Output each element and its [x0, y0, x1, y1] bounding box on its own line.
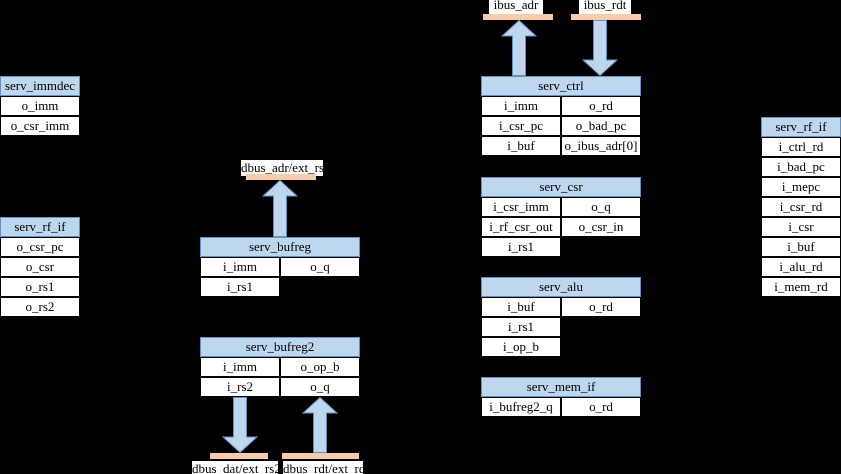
dbus-rdt-up-arrow-icon: [302, 397, 338, 453]
port-cell: o_q: [280, 377, 360, 397]
module-serv-csr: serv_csr i_csr_imm o_q i_rf_csr_out o_cs…: [481, 177, 641, 257]
module-serv-rf-if-out: serv_rf_if o_csr_pc o_csr o_rs1 o_rs2: [0, 217, 80, 317]
port-cell: o_op_b: [280, 357, 360, 377]
port-cell: i_buf: [761, 237, 841, 257]
port-cell: i_rs1: [200, 277, 280, 297]
port-cell: i_op_b: [481, 337, 561, 357]
module-title: serv_mem_if: [481, 377, 641, 397]
module-title: serv_rf_if: [0, 217, 80, 237]
module-serv-alu: serv_alu i_buf o_rd i_rs1 i_op_b: [481, 277, 641, 357]
module-title: serv_bufreg2: [200, 337, 360, 357]
port-cell: i_imm: [481, 96, 561, 116]
port-cell: i_bad_pc: [761, 157, 841, 177]
dbus-rdt-port-bar: [282, 453, 359, 459]
module-title: serv_bufreg: [200, 237, 360, 257]
module-serv-rf-if-in: serv_rf_if i_ctrl_rd i_bad_pc i_mepc i_c…: [761, 117, 841, 297]
module-serv-bufreg2: serv_bufreg2 i_imm o_op_b i_rs2 o_q: [200, 337, 360, 397]
port-cell: o_csr: [0, 257, 80, 277]
port-cell: o_csr_pc: [0, 237, 80, 257]
port-cell: i_alu_rd: [761, 257, 841, 277]
port-cell: o_rs1: [0, 277, 80, 297]
port-cell: o_rd: [561, 96, 641, 116]
dbus-adr-port-bar: [246, 174, 316, 180]
module-serv-mem-if: serv_mem_if i_bufreg2_q o_rd: [481, 377, 641, 417]
module-title: serv_csr: [481, 177, 641, 197]
port-cell: i_mepc: [761, 177, 841, 197]
bus-label-ibus-rdt: ibus_rdt: [579, 0, 631, 14]
module-title: serv_ctrl: [481, 76, 641, 96]
ibus-adr-up-arrow-icon: [501, 20, 537, 76]
port-cell: i_rs2: [200, 377, 280, 397]
port-cell: o_rd: [561, 397, 641, 417]
port-cell: o_bad_pc: [561, 116, 641, 136]
module-title: serv_immdec: [0, 76, 80, 96]
port-cell: i_csr_imm: [481, 197, 561, 217]
ibus-adr-port-bar: [483, 14, 553, 20]
ibus-rdt-port-bar: [571, 14, 641, 20]
port-cell: o_ibus_adr[0]: [561, 136, 641, 156]
dbus-dat-down-arrow-icon: [222, 397, 258, 453]
module-title: serv_alu: [481, 277, 641, 297]
port-cell: o_imm: [0, 96, 80, 116]
port-cell: o_rd: [561, 297, 641, 317]
port-cell: i_rs1: [481, 317, 561, 337]
module-serv-ctrl: serv_ctrl i_imm o_rd i_csr_pc o_bad_pc i…: [481, 76, 641, 156]
port-cell: o_rs2: [0, 297, 80, 317]
bus-label-dbus-dat-ext-rs2: dbus_dat/ext_rs2: [192, 461, 278, 474]
port-cell: o_csr_imm: [0, 116, 80, 136]
port-cell: i_csr: [761, 217, 841, 237]
port-cell: i_buf: [481, 136, 561, 156]
port-cell: i_ctrl_rd: [761, 137, 841, 157]
dbus-dat-port-bar: [210, 453, 268, 459]
port-cell: o_q: [280, 257, 360, 277]
port-cell: i_buf: [481, 297, 561, 317]
port-cell: i_csr_pc: [481, 116, 561, 136]
port-cell: o_csr_in: [561, 217, 641, 237]
port-cell: i_imm: [200, 257, 280, 277]
bus-label-ibus-adr: ibus_adr: [489, 0, 543, 14]
port-cell: i_bufreg2_q: [481, 397, 561, 417]
ibus-rdt-down-arrow-icon: [582, 20, 618, 76]
module-serv-bufreg: serv_bufreg i_imm o_q i_rs1: [200, 237, 360, 297]
port-cell: i_rf_csr_out: [481, 217, 561, 237]
port-cell: i_csr_rd: [761, 197, 841, 217]
port-cell: o_q: [561, 197, 641, 217]
port-cell: i_mem_rd: [761, 277, 841, 297]
bus-label-dbus-rdt-ext-rd: dbus_rdt/ext_rd: [283, 461, 363, 474]
bus-label-dbus-adr-ext-rs1: dbus_adr/ext_rs1: [241, 160, 323, 176]
dbus-adr-up-arrow-icon: [262, 180, 298, 237]
module-serv-immdec: serv_immdec o_imm o_csr_imm: [0, 76, 80, 136]
port-cell: i_imm: [200, 357, 280, 377]
port-cell: i_rs1: [481, 237, 561, 257]
module-title: serv_rf_if: [761, 117, 841, 137]
